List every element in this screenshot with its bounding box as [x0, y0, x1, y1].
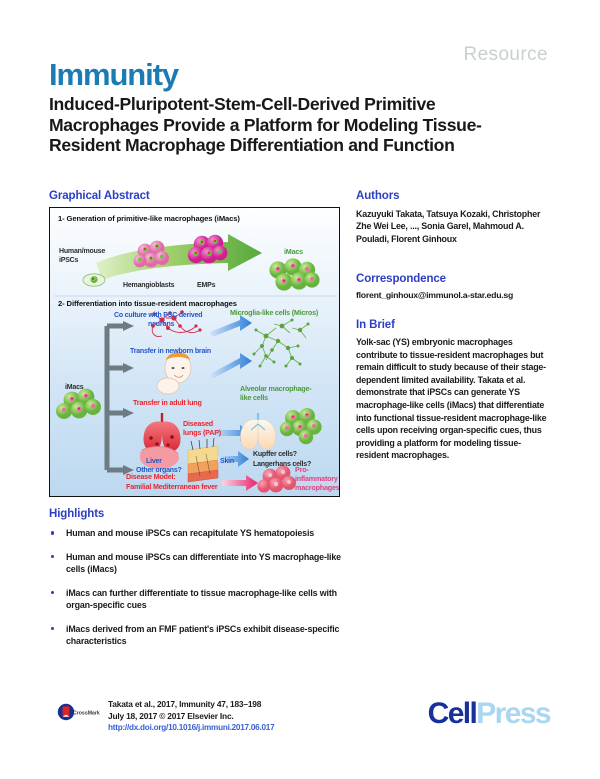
- highlights-heading: Highlights: [49, 508, 105, 520]
- authors-heading: Authors: [356, 190, 400, 202]
- citation-block: Takata et al., 2017, Immunity 47, 183–19…: [108, 699, 408, 734]
- figure-label-ipsc-line1: Human/mouse: [59, 248, 106, 255]
- figure-label-liver: Liver: [146, 458, 162, 465]
- highlights-list: Human and mouse iPSCs can recapitulate Y…: [49, 527, 341, 659]
- figure-label-alveolar-line1: Alveolar macrophage-: [240, 384, 312, 393]
- article-type-kicker: Resource: [463, 44, 548, 65]
- highlight-item-text: Human and mouse iPSCs can recapitulate Y…: [66, 528, 315, 538]
- authors-list: Kazuyuki Takata, Tatsuya Kozaki, Christo…: [356, 209, 541, 244]
- figure-step1-label: 1- Generation of primitive-like macropha…: [58, 214, 240, 223]
- figure-label-adult-lung: Transfer in adult lung: [133, 398, 202, 407]
- highlight-item: iMacs can further differentiate to tissu…: [49, 587, 341, 612]
- highlight-item-text: Human and mouse iPSCs can differentiate …: [66, 551, 341, 575]
- cellpress-logo: CellPress: [427, 697, 552, 731]
- figure-label-coculture-line2: neurons: [148, 321, 175, 328]
- citation-line-1: Takata et al., 2017, Immunity 47, 183–19…: [108, 699, 262, 709]
- bullet-icon: [51, 590, 55, 595]
- graphical-abstract-figure: 1- Generation of primitive-like macropha…: [49, 207, 340, 497]
- in-brief-text: Yolk-sac (YS) embryonic macrophages cont…: [356, 337, 547, 461]
- figure-label-proinflam-line1: Pro-: [295, 465, 309, 474]
- figure-label-ipsc-line2: iPSCs: [59, 257, 79, 264]
- bullet-icon: [51, 626, 55, 631]
- figure-label-microglia: Microglia-like cells (Micros): [230, 308, 319, 317]
- figure-label-diseased-line2: lungs (PAP): [183, 428, 221, 437]
- figure-label-kupffer: Kupffer cells?: [253, 451, 297, 458]
- highlight-item-text: iMacs derived from an FMF patient's iPSC…: [66, 623, 340, 647]
- figure-label-proinflam-line2: inflammatory: [295, 474, 338, 483]
- figure-label-newborn-brain: Transfer in newborn brain: [130, 348, 211, 355]
- highlight-item-text: iMacs can further differentiate to tissu…: [66, 587, 337, 611]
- figure-label-imacs-left: iMacs: [65, 384, 84, 391]
- doi-link[interactable]: http://dx.doi.org/10.1016/j.immuni.2017.…: [108, 723, 275, 733]
- crossmark-logo[interactable]: CrossMark: [57, 702, 103, 722]
- graphical-abstract-artwork: [54, 234, 337, 493]
- bullet-icon: [51, 554, 55, 559]
- svg-text:CrossMark: CrossMark: [73, 710, 100, 716]
- cellpress-logo-press: Press: [476, 697, 551, 730]
- figure-label-proinflam-line3: macrophages: [295, 483, 340, 492]
- figure-label-coculture-line1: Co culture with PSC derived: [114, 312, 203, 319]
- correspondence-email[interactable]: florent_ginhoux@immunol.a-star.edu.sg: [356, 290, 514, 300]
- figure-label-disease-model-line2: Familial Mediterranean fever: [126, 482, 218, 491]
- figure-label-alveolar-line2: like cells: [240, 393, 268, 402]
- graphical-abstract-heading: Graphical Abstract: [49, 190, 150, 202]
- figure-label-emps: EMPs: [197, 282, 216, 289]
- page-title: Induced-Pluripotent-Stem-Cell-Derived Pr…: [49, 94, 482, 155]
- figure-label-imacs-top: iMacs: [284, 247, 303, 256]
- figure-label-other-organs: Other organs?: [136, 467, 182, 474]
- highlight-item: iMacs derived from an FMF patient's iPSC…: [49, 623, 341, 648]
- bullet-icon: [51, 531, 55, 535]
- figure-label-langerhans: Langerhans cells?: [253, 461, 312, 468]
- highlight-item: Human and mouse iPSCs can recapitulate Y…: [49, 527, 341, 540]
- correspondence-heading: Correspondence: [356, 273, 446, 285]
- figure-step2-label: 2- Differentiation into tissue-resident …: [58, 299, 237, 308]
- figure-label-skin: Skin: [220, 458, 234, 465]
- journal-logo-immunity: Immunity: [49, 57, 179, 92]
- highlight-item: Human and mouse iPSCs can differentiate …: [49, 551, 341, 576]
- citation-line-2: July 18, 2017 © 2017 Elsevier Inc.: [108, 710, 234, 721]
- figure-label-hemangioblasts: Hemangioblasts: [123, 282, 175, 289]
- figure-label-diseased-line1: Diseased: [183, 419, 213, 428]
- cellpress-logo-cell: Cell: [427, 697, 478, 730]
- figure-label-disease-model-line1: Disease Model:: [126, 472, 176, 481]
- in-brief-heading: In Brief: [356, 319, 395, 331]
